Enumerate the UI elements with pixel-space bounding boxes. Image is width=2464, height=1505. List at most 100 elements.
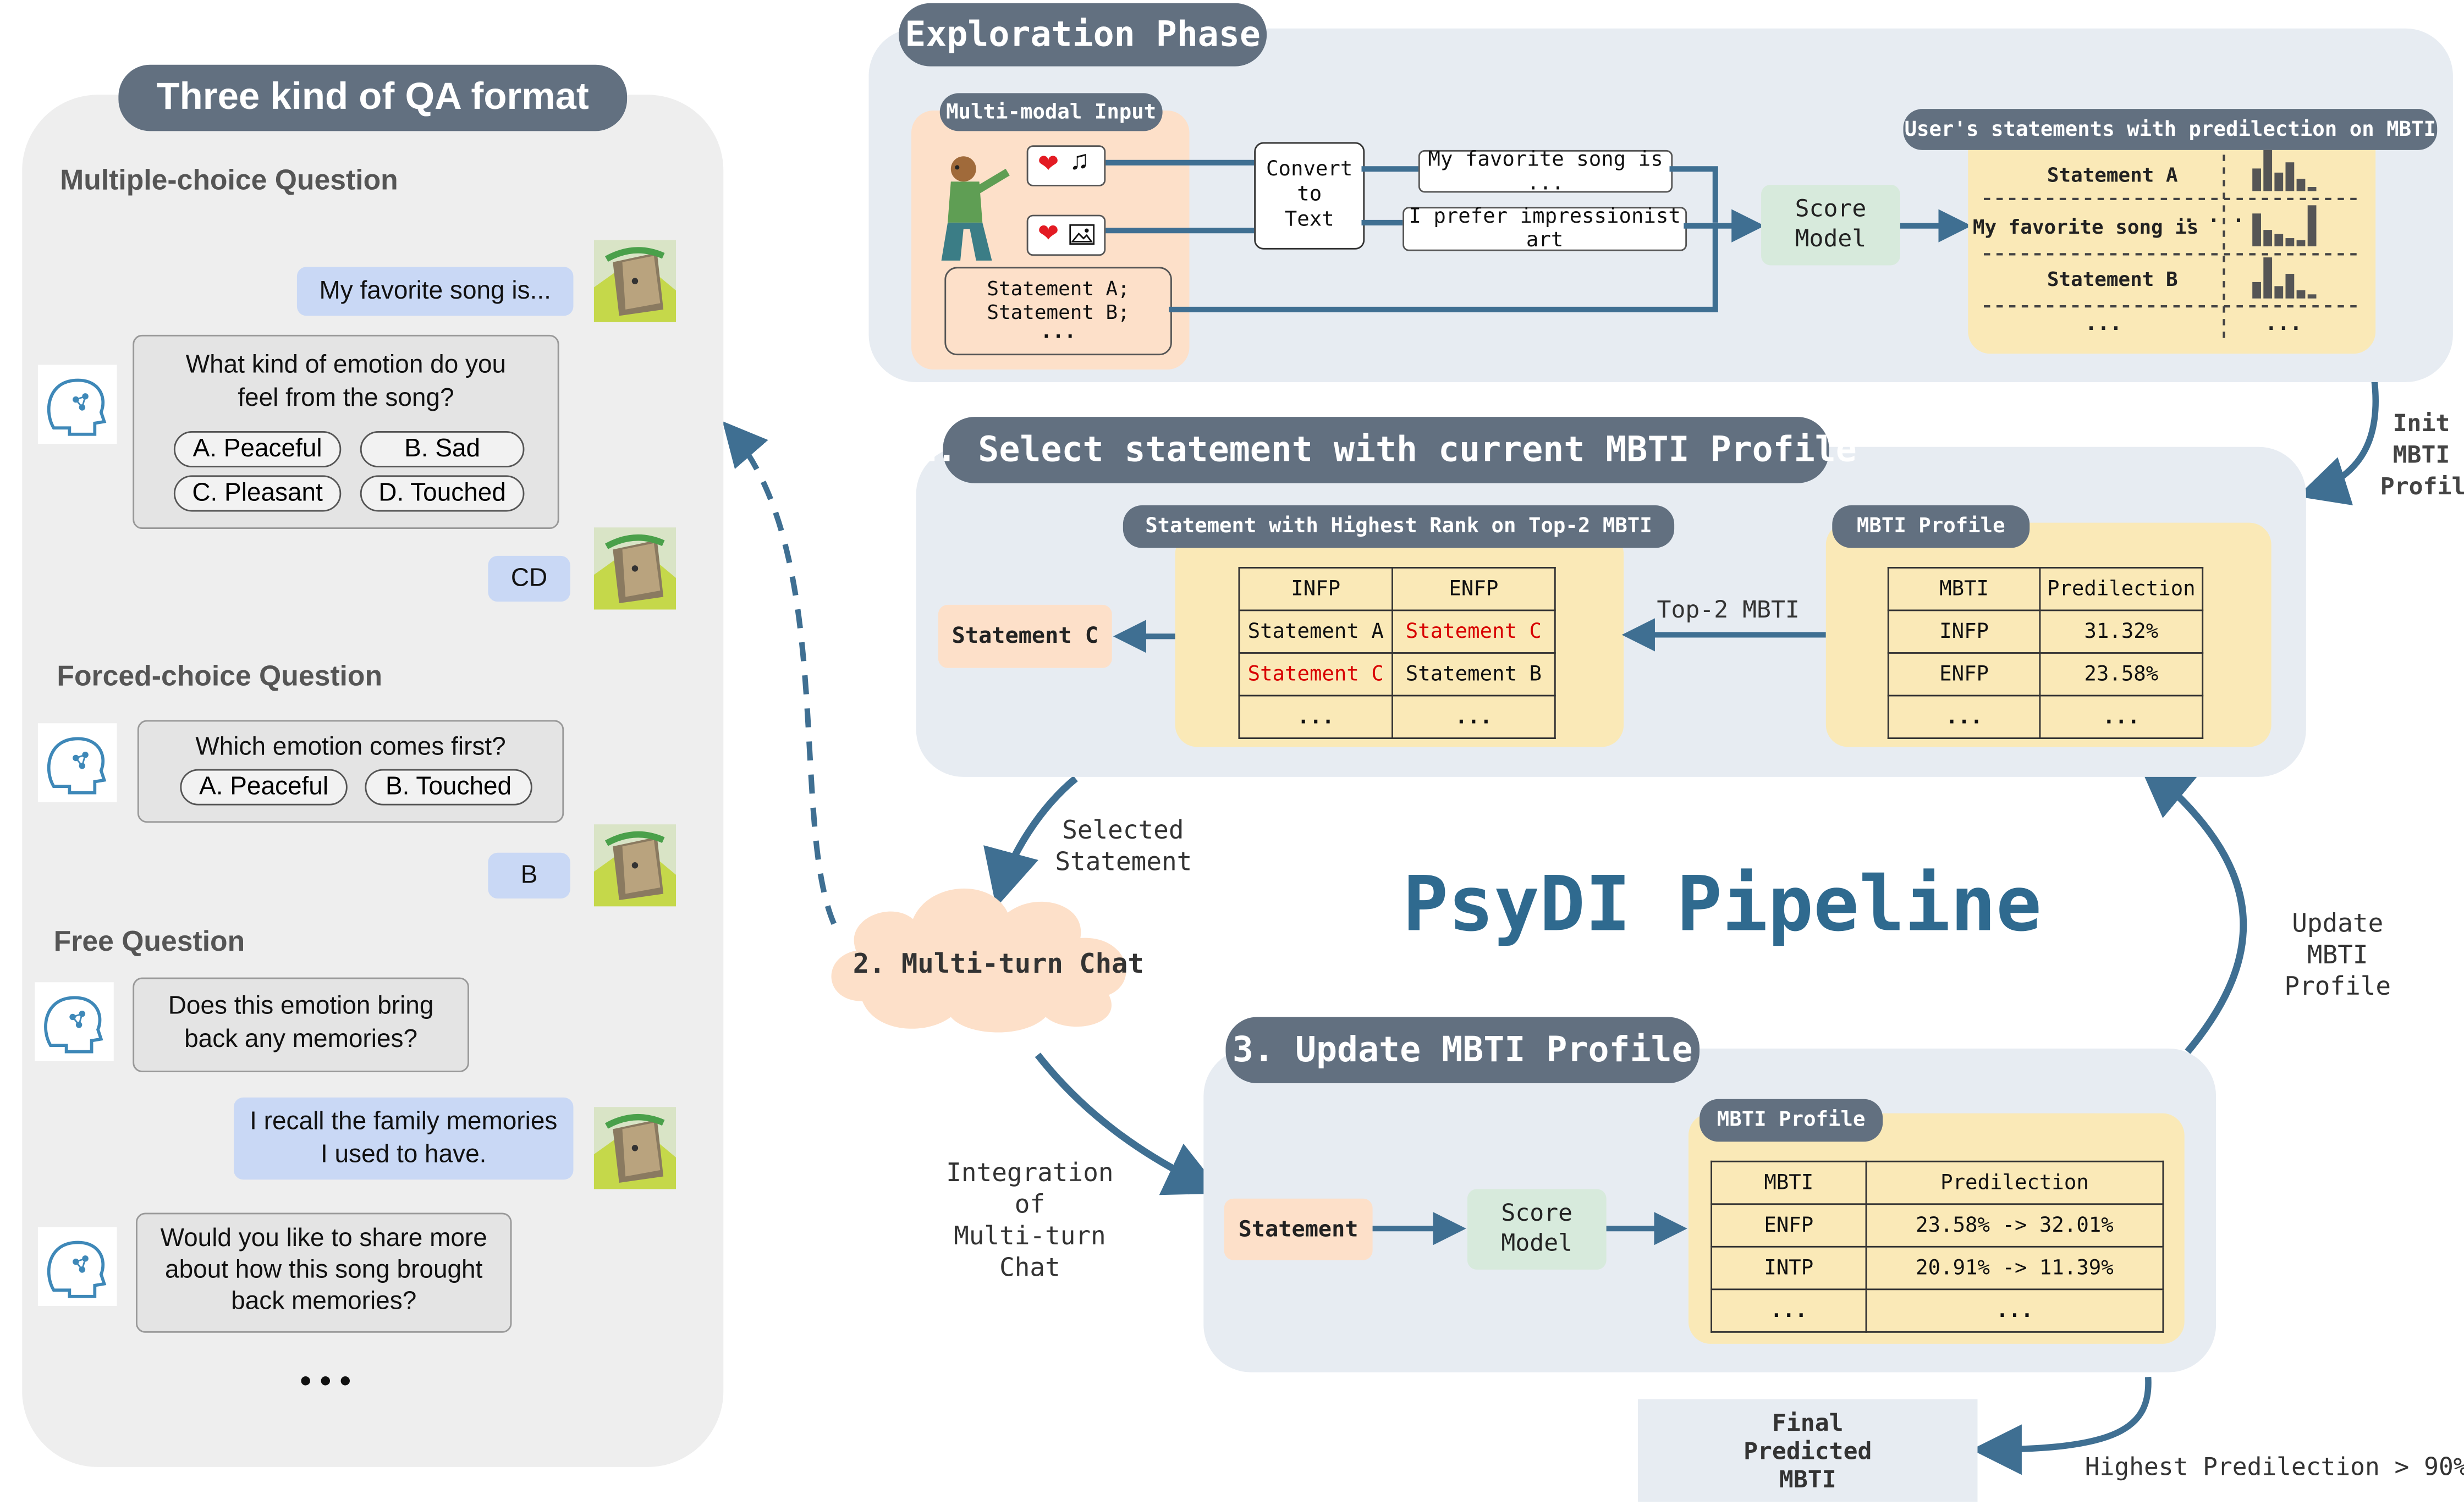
heart-icon: ❤ <box>1037 221 1059 248</box>
final-line1: Final <box>1772 1408 1844 1437</box>
ai-head-icon <box>37 1227 117 1306</box>
profile-cell: INFP <box>1887 609 2041 654</box>
free-heading: Free Question <box>53 925 245 957</box>
profile-cell: 23.58% -> 32.01% <box>1865 1203 2164 1248</box>
user-avatar-icon <box>593 240 676 322</box>
step3-profile-label: MBTI Profile <box>1700 1099 1883 1142</box>
step3-statement-box: Statement <box>1224 1198 1373 1260</box>
ai-question-text: Which emotion comes first? <box>195 734 506 762</box>
profile-header-predilection: Predilection <box>1865 1160 2164 1205</box>
profile-cell: 31.32% <box>2039 609 2204 654</box>
rank-cell: ... <box>1238 694 1393 740</box>
step3-score-line1: Score <box>1501 1198 1573 1227</box>
step1-title: 1. Select statement with current MBTI Pr… <box>915 417 1857 483</box>
profile-cell: ENFP <box>1711 1203 1867 1248</box>
user-bubble: My favorite song is... <box>296 267 574 316</box>
step3-score-model: Score Model <box>1467 1189 1607 1270</box>
top2-label: Top-2 MBTI <box>1657 595 1800 624</box>
user-statements-box <box>1968 117 2376 354</box>
final-arrow <box>1971 1376 2152 1475</box>
profile-label: MBTI Profile <box>1832 505 2030 548</box>
profile-cell: ... <box>2039 694 2204 740</box>
image-icon <box>1069 224 1095 245</box>
selected-statement-arrow <box>983 775 1078 908</box>
integration-label: Integration of Multi-turn Chat <box>924 1157 1136 1284</box>
ai-question-line3: back memories? <box>231 1288 417 1316</box>
pipeline-title: PsyDI Pipeline <box>1402 861 2042 949</box>
ai-question-line2: about how this song brought <box>165 1256 483 1284</box>
profile-cell: 20.91% -> 11.39% <box>1865 1245 2164 1291</box>
user-answer-bubble: B <box>488 852 570 899</box>
score-line2: Model <box>1795 224 1867 253</box>
selected-line1: Selected <box>1062 814 1184 845</box>
histogram-bar <box>2285 162 2295 191</box>
rank-cell: Statement A <box>1238 609 1393 654</box>
music-note-icon: ♫ <box>1069 145 1090 175</box>
option-b: B. Sad <box>360 431 525 468</box>
audio-bubble: ❤ ♫ <box>1026 145 1106 186</box>
histogram-bar <box>2252 168 2261 191</box>
row-statement-a: Statement A <box>2047 162 2178 186</box>
histogram-bar <box>2274 286 2284 299</box>
integration-arrow <box>1035 1052 1223 1195</box>
rank-header-infp: INFP <box>1238 566 1393 611</box>
histogram-bar <box>2274 234 2284 247</box>
rank-cell-highlight: Statement C <box>1392 609 1556 654</box>
qa-title: Three kind of QA format <box>118 64 628 131</box>
user-answer-bubble: CD <box>488 555 570 602</box>
update-profile-label: Update MBTI Profile <box>2251 908 2424 1002</box>
user-line1: I recall the family memories <box>250 1109 558 1135</box>
character-icon <box>941 156 1010 261</box>
ai-question-bubble: Does this emotion bring back any memorie… <box>133 977 469 1072</box>
profile-cell: ENFP <box>1887 652 2041 697</box>
convert-line1: Convert <box>1266 158 1353 182</box>
histogram-bar <box>2296 179 2306 191</box>
user-line2: I used to have. <box>321 1142 487 1169</box>
user-avatar-icon <box>593 1107 676 1189</box>
update-profile-arrow <box>2137 760 2247 1054</box>
init-line2: MBTI <box>2392 440 2450 469</box>
row-dots: · · · <box>2182 210 2245 234</box>
score-model-box: Score Model <box>1761 185 1900 266</box>
integration-line2: Multi-turn Chat <box>954 1220 1106 1282</box>
cloud-icon <box>831 888 1126 1033</box>
ai-head-icon <box>35 982 114 1061</box>
text-box-song: My favorite song is ... <box>1418 148 1673 195</box>
histogram-bar <box>2307 187 2317 191</box>
ai-head-icon <box>37 365 117 444</box>
integration-line1: Integration of <box>946 1157 1114 1220</box>
option-a: A. Peaceful <box>173 431 342 468</box>
ai-question-line1: What kind of emotion do you <box>185 352 507 379</box>
multimodal-label: Multi-modal Input <box>939 93 1163 131</box>
histogram-bar <box>2263 257 2273 299</box>
option-c: C. Pleasant <box>173 475 342 512</box>
statements-box: Statement A; Statement B; ... <box>944 267 1172 356</box>
statement-line2: Statement B; <box>987 300 1130 324</box>
profile-cell: INTP <box>1711 1245 1867 1291</box>
mcq-heading: Multiple-choice Question <box>60 164 398 196</box>
final-predicted-box: Final Predicted MBTI <box>1638 1399 1978 1502</box>
ai-question-bubble: Would you like to share more about how t… <box>135 1212 512 1333</box>
convert-line3: Text <box>1284 208 1334 233</box>
user-bubble: I recall the family memories I used to h… <box>234 1097 574 1180</box>
rank-cell: Statement B <box>1392 652 1556 697</box>
option-b: B. Touched <box>365 769 532 806</box>
rank-cell-highlight: Statement C <box>1238 652 1393 697</box>
histogram-bar <box>2296 240 2306 247</box>
init-profile-label: Init MBTI Profile <box>2380 407 2464 502</box>
update-line2: MBTI Profile <box>2284 939 2391 1001</box>
histogram-bar <box>2296 290 2306 299</box>
statement-line1: Statement A; <box>987 276 1130 300</box>
ai-head-icon <box>37 723 117 802</box>
option-a: A. Peaceful <box>180 769 348 806</box>
profile-cell: ... <box>1711 1288 1867 1333</box>
init-line3: Profile <box>2380 472 2464 501</box>
qa-ellipsis: • • • <box>300 1364 351 1399</box>
ai-question-line1: Does this emotion bring <box>168 993 434 1021</box>
histogram-bar <box>2252 213 2261 247</box>
